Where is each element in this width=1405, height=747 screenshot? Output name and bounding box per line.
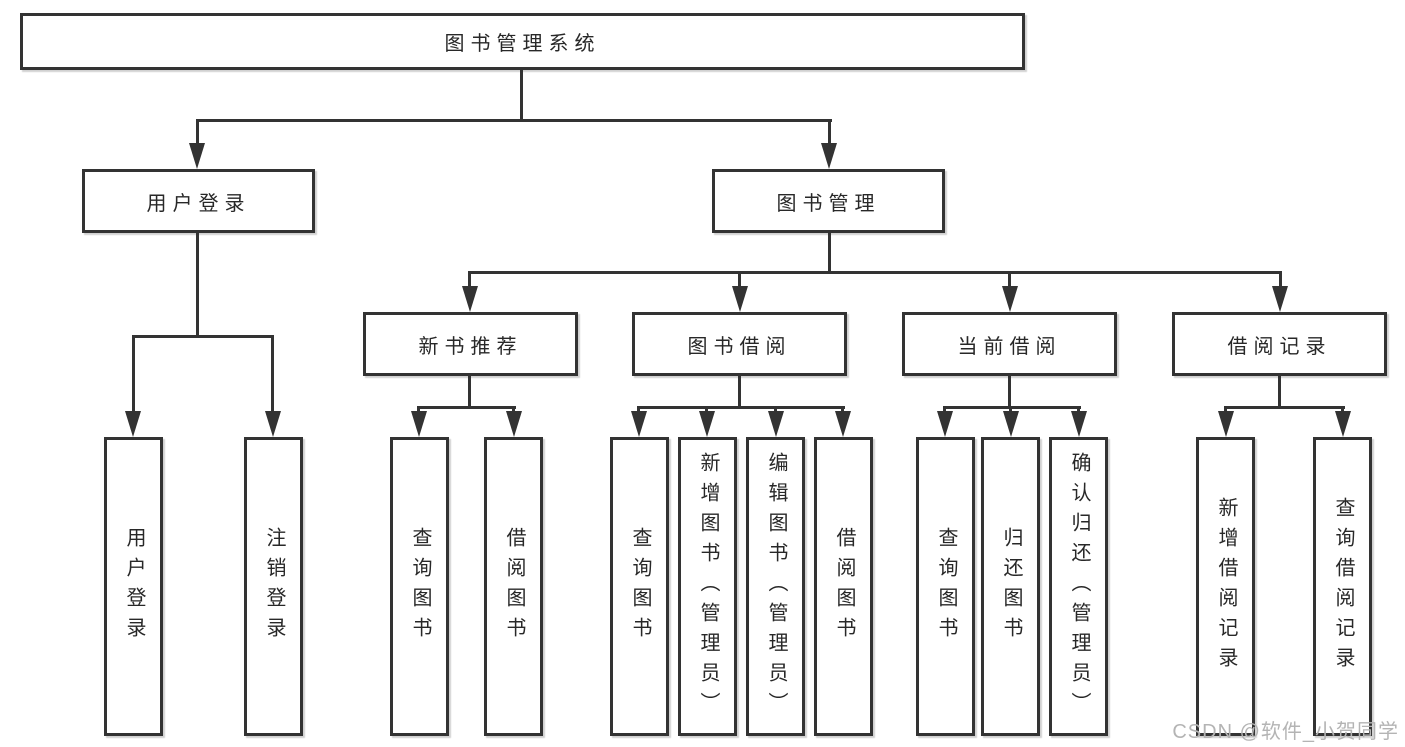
node-label: 新书推荐 (418, 335, 523, 358)
node-borrowing-records: 借阅记录 (1172, 312, 1387, 376)
node-label: 借阅记录 (1227, 335, 1332, 358)
arrow-down-icon (1003, 411, 1019, 437)
arrow-down-icon (462, 286, 478, 312)
leaf-query-borrow-record: 查询借阅记录 (1313, 437, 1372, 736)
connector-line-v (637, 406, 640, 414)
connector-line-h (1224, 406, 1345, 409)
leaf-query-books-current: 查询图书 (916, 437, 975, 736)
node-label: 用户登录 (123, 526, 145, 647)
leaf-add-borrow-record: 新增借阅记录 (1196, 437, 1255, 736)
connector-line-v (828, 233, 831, 273)
connector-line-v (1008, 376, 1011, 409)
arrow-down-icon (1071, 411, 1087, 437)
connector-line-v (738, 376, 741, 409)
leaf-query-books-recommend: 查询图书 (390, 437, 449, 736)
arrow-down-icon (631, 411, 647, 437)
node-label: 图书管理系统 (444, 33, 601, 55)
node-label: 用户登录 (146, 192, 251, 215)
arrow-down-icon (189, 143, 205, 169)
connector-line-h (132, 335, 274, 338)
connector-line-h (417, 406, 516, 409)
leaf-confirm-return-admin: 确认归还（管理员） (1049, 437, 1108, 736)
node-library-management-system: 图书管理系统 (20, 13, 1025, 70)
connector-line-v (943, 406, 946, 414)
leaf-borrow-books-borrowing: 借阅图书 (814, 437, 873, 736)
arrow-down-icon (506, 411, 522, 437)
arrow-down-icon (125, 411, 141, 437)
arrow-down-icon (699, 411, 715, 437)
connector-line-h (943, 406, 1081, 409)
connector-line-v (1077, 406, 1080, 414)
node-label: 确认归还（管理员） (1068, 451, 1090, 722)
node-book-management: 图书管理 (712, 169, 945, 233)
connector-line-v (1009, 406, 1012, 414)
connector-line-v (468, 271, 471, 289)
connector-line-v (774, 406, 777, 414)
node-label: 图书管理 (776, 192, 881, 215)
leaf-edit-books-admin: 编辑图书（管理员） (746, 437, 805, 736)
node-label: 新增图书（管理员） (697, 451, 719, 722)
connector-line-v (196, 119, 199, 145)
node-new-book-recommendation: 新书推荐 (363, 312, 578, 376)
connector-line-v (738, 271, 741, 289)
arrow-down-icon (732, 286, 748, 312)
arrow-down-icon (937, 411, 953, 437)
connector-line-v (1278, 376, 1281, 409)
connector-line-h (637, 406, 845, 409)
node-label: 图书借阅 (687, 335, 792, 358)
node-label: 查询图书 (629, 526, 651, 647)
arrow-down-icon (411, 411, 427, 437)
connector-line-v (271, 335, 274, 414)
arrow-down-icon (1218, 411, 1234, 437)
node-label: 查询图书 (935, 526, 957, 647)
connector-line-v (705, 406, 708, 414)
node-label: 注销登录 (263, 526, 285, 647)
arrow-down-icon (265, 411, 281, 437)
connector-line-v (1279, 271, 1282, 289)
node-user-login: 用户登录 (82, 169, 315, 233)
connector-line-v (1224, 406, 1227, 414)
watermark-text: CSDN @软件_小贺同学 (1172, 721, 1399, 743)
connector-line-v (132, 335, 135, 414)
node-label: 借阅图书 (833, 526, 855, 647)
connector-line-h (196, 119, 832, 122)
node-book-borrowing: 图书借阅 (632, 312, 847, 376)
arrow-down-icon (768, 411, 784, 437)
leaf-return-books: 归还图书 (981, 437, 1040, 736)
connector-line-v (512, 406, 515, 414)
connector-line-v (520, 70, 523, 121)
node-label: 编辑图书（管理员） (765, 451, 787, 722)
leaf-add-books-admin: 新增图书（管理员） (678, 437, 737, 736)
connector-line-v (417, 406, 420, 414)
node-label: 查询图书 (409, 526, 431, 647)
arrow-down-icon (1272, 286, 1288, 312)
leaf-query-books-borrowing: 查询图书 (610, 437, 669, 736)
node-label: 查询借阅记录 (1332, 496, 1354, 677)
connector-line-h (468, 271, 1282, 274)
node-current-borrowing: 当前借阅 (902, 312, 1117, 376)
connector-line-v (828, 119, 831, 145)
arrow-down-icon (1335, 411, 1351, 437)
arrow-down-icon (1002, 286, 1018, 312)
connector-line-v (468, 376, 471, 409)
leaf-borrow-books-recommend: 借阅图书 (484, 437, 543, 736)
leaf-user-login: 用户登录 (104, 437, 163, 736)
node-label: 借阅图书 (503, 526, 525, 647)
connector-line-v (1008, 271, 1011, 289)
node-label: 新增借阅记录 (1215, 496, 1237, 677)
arrow-down-icon (835, 411, 851, 437)
arrow-down-icon (821, 143, 837, 169)
node-label: 当前借阅 (957, 335, 1062, 358)
connector-line-v (196, 233, 199, 337)
connector-line-v (841, 406, 844, 414)
leaf-logout-login: 注销登录 (244, 437, 303, 736)
connector-line-v (1341, 406, 1344, 414)
node-label: 归还图书 (1000, 526, 1022, 647)
